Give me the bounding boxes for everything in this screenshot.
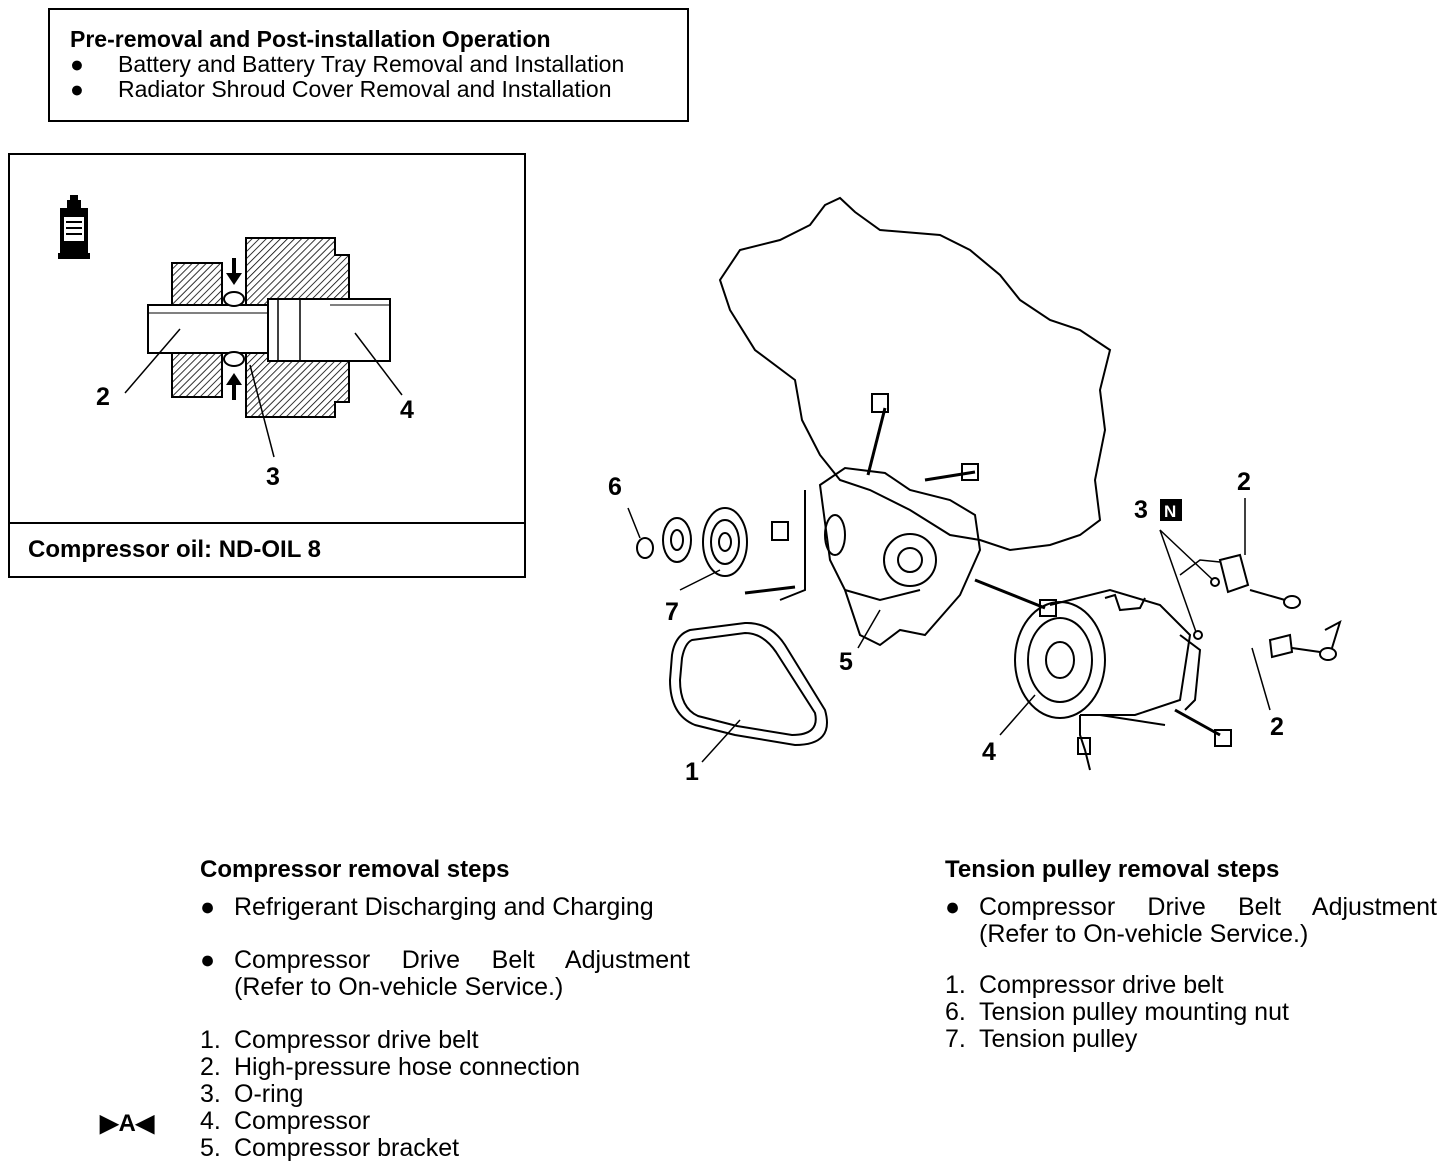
oil-detail-box: 2 3 4 Compressor oil: ND-OIL 8 bbox=[8, 153, 526, 578]
callout-2-lower: 2 bbox=[1270, 713, 1284, 741]
bullet-icon: ● bbox=[200, 893, 216, 921]
n-badge-icon bbox=[1160, 499, 1182, 521]
list-item: 4.Compressor bbox=[200, 1107, 371, 1135]
bullet-icon: ● bbox=[70, 51, 84, 77]
list-item: (Refer to On-vehicle Service.) bbox=[234, 973, 564, 1001]
service-point-a-marker: ▶A◀ bbox=[100, 1110, 155, 1137]
n-badge: N bbox=[1164, 502, 1176, 521]
list-item: 2.High-pressure hose connection bbox=[200, 1053, 581, 1081]
list-item: ●Refrigerant Discharging and Charging bbox=[200, 893, 654, 921]
pre-removal-item: ●Radiator Shroud Cover Removal and Insta… bbox=[70, 76, 612, 102]
list-item: ●Compressor Drive Belt Adjustment bbox=[200, 946, 690, 974]
callout-3: 3 bbox=[1134, 496, 1148, 524]
callout-2-upper: 2 bbox=[1237, 468, 1251, 496]
removal-steps-title: Compressor removal steps bbox=[200, 856, 510, 883]
callout-4: 4 bbox=[400, 396, 414, 424]
callout-7: 7 bbox=[665, 598, 679, 626]
tension-pulley-removal-steps: Tension pulley removal steps ●Compressor… bbox=[945, 856, 1450, 1053]
list-item: (Refer to On-vehicle Service.) bbox=[979, 920, 1309, 948]
list-item: 1.Compressor drive belt bbox=[200, 1026, 479, 1054]
list-item: 1.Compressor drive belt bbox=[945, 971, 1224, 999]
bullet-icon: ● bbox=[200, 946, 216, 974]
drive-belt bbox=[668, 621, 828, 747]
callout-5: 5 bbox=[839, 648, 853, 676]
callout-1: 1 bbox=[685, 758, 699, 786]
callout-3: 3 bbox=[266, 463, 280, 491]
bullet-icon: ● bbox=[70, 76, 84, 102]
list-item: 7.Tension pulley bbox=[945, 1025, 1138, 1053]
oil-caption: Compressor oil: ND-OIL 8 bbox=[10, 522, 524, 576]
callout-6: 6 bbox=[608, 473, 622, 501]
pre-removal-box: Pre-removal and Post-installation Operat… bbox=[48, 8, 689, 122]
list-item: 3.O-ring bbox=[200, 1080, 304, 1108]
compressor-bracket bbox=[818, 466, 982, 647]
list-item: 5.Compressor bracket bbox=[200, 1134, 460, 1162]
compressor-exploded-diagram: 1 2 2 3 N 4 5 6 7 bbox=[608, 196, 1342, 786]
pre-removal-item: ●Battery and Battery Tray Removal and In… bbox=[70, 51, 625, 77]
list-item: ●Compressor Drive Belt Adjustment bbox=[945, 893, 1437, 921]
oil-can-icon bbox=[58, 195, 90, 259]
compressor-body bbox=[1049, 588, 1192, 716]
o-ring-detail-diagram: 2 3 4 bbox=[58, 195, 414, 491]
callout-2: 2 bbox=[96, 383, 110, 411]
pre-removal-title: Pre-removal and Post-installation Operat… bbox=[70, 26, 551, 52]
engine-outline bbox=[718, 196, 1112, 552]
callout-4: 4 bbox=[982, 738, 996, 766]
compressor-removal-steps: Compressor removal steps ●Refrigerant Di… bbox=[200, 856, 720, 1162]
list-item: 6.Tension pulley mounting nut bbox=[945, 998, 1289, 1026]
tension-steps-title: Tension pulley removal steps bbox=[945, 856, 1280, 883]
bullet-icon: ● bbox=[945, 893, 961, 921]
